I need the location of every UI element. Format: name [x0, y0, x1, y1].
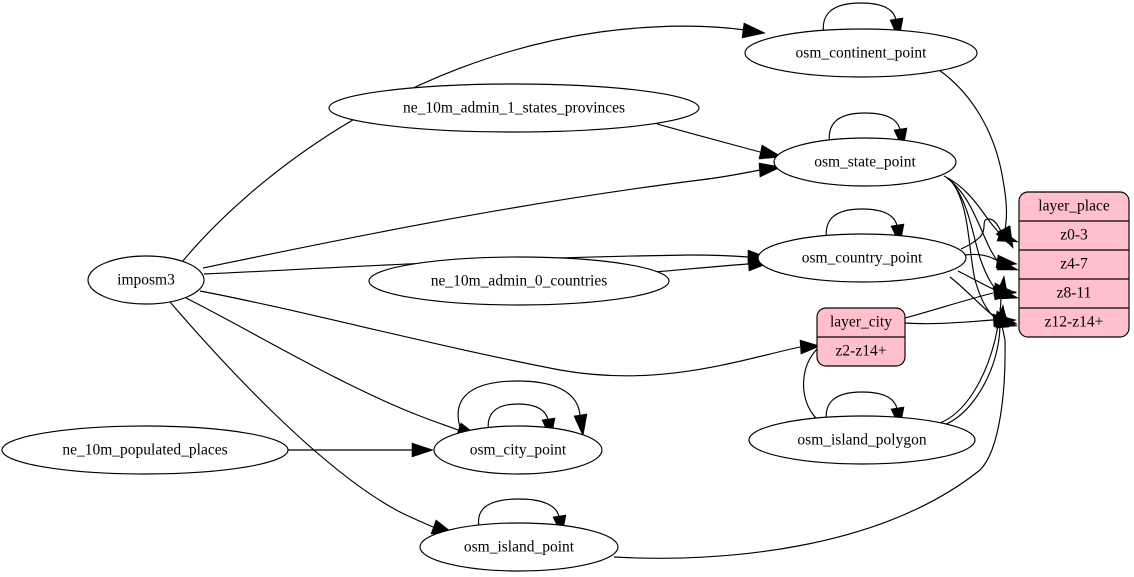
layer-place-row-z8-11[interactable]: z8-11: [1057, 285, 1092, 302]
edge-imposm3-to-osm_city_point[interactable]: [185, 297, 480, 438]
node-osm-state-point-label: osm_state_point: [814, 154, 916, 171]
edge-ne_states-to-osm_state_point[interactable]: [656, 123, 783, 160]
node-imposm3-label: imposm3: [117, 272, 175, 289]
record-node-layer_city[interactable]: layer_city z2-z14+: [816, 307, 906, 367]
edge-imposm3-to-osm_continent_point[interactable]: [181, 22, 766, 263]
node-ne_10m_admin_1_states_provinces[interactable]: ne_10m_admin_1_states_provinces: [328, 83, 700, 133]
node-ne_10m_populated_places[interactable]: ne_10m_populated_places: [1, 425, 289, 475]
node-osm_continent_point[interactable]: osm_continent_point: [744, 28, 978, 78]
layer-city-row-z2-z14[interactable]: z2-z14+: [836, 343, 887, 360]
node-osm_state_point[interactable]: osm_state_point: [773, 137, 957, 187]
node-osm-city-point-label: osm_city_point: [470, 442, 567, 459]
edge-osm_island_polygon-to-layer_place-z8-11[interactable]: [939, 274, 1009, 424]
layer-place-row-z12-z14[interactable]: z12-z14+: [1045, 314, 1104, 331]
node-osm-island-point-label: osm_island_point: [464, 539, 575, 556]
edge-osm_country_point-to-layer_place-z4-7[interactable]: [964, 253, 1018, 269]
edge-ne_places-to-osm_city_point[interactable]: [288, 442, 434, 458]
node-ne_10m_admin_0_countries[interactable]: ne_10m_admin_0_countries: [368, 256, 670, 306]
node-ne-places-label: ne_10m_populated_places: [62, 442, 227, 459]
layer-place-row-z0-3[interactable]: z0-3: [1060, 227, 1088, 244]
edge-imposm3-to-osm_state_point[interactable]: [202, 162, 782, 269]
node-osm_island_point[interactable]: osm_island_point: [419, 522, 619, 572]
node-osm-continent-point-label: osm_continent_point: [796, 45, 928, 62]
record-node-layer: layer_place z0-3 z4-7 z8-11 z12-z14+ lay…: [816, 191, 1130, 367]
node-osm-island-polygon-label: osm_island_polygon: [797, 432, 926, 449]
node-osm_island_polygon[interactable]: osm_island_polygon: [748, 415, 976, 465]
edge-imposm3-to-layer_city[interactable]: [199, 290, 821, 377]
layer-place-row-z4-7[interactable]: z4-7: [1060, 256, 1088, 273]
node-imposm3[interactable]: imposm3: [87, 255, 205, 305]
node-ne-states-label: ne_10m_admin_1_states_provinces: [403, 100, 625, 117]
node-layer: imposm3 ne_10m_admin_1_states_provinces …: [1, 28, 978, 572]
edge-imposm3-to-osm_island_point[interactable]: [169, 301, 455, 535]
layer-city-title: layer_city: [830, 314, 892, 331]
node-osm_city_point[interactable]: osm_city_point: [433, 425, 603, 475]
record-node-layer_place[interactable]: layer_place z0-3 z4-7 z8-11 z12-z14+: [1018, 191, 1130, 338]
edge-osm_country_point-to-layer_place-z0-3[interactable]: [960, 218, 1014, 250]
self-loop-osm_city_point-outer[interactable]: [457, 380, 588, 438]
layer-place-title: layer_place: [1038, 198, 1110, 215]
edge-ne_countries-to-osm_country_point[interactable]: [654, 256, 770, 273]
node-ne-countries-label: ne_10m_admin_0_countries: [431, 273, 608, 290]
node-osm-country-point-label: osm_country_point: [802, 250, 923, 267]
node-osm_country_point[interactable]: osm_country_point: [757, 233, 967, 283]
edge-osm_island_point-to-layer_place-z12[interactable]: [613, 304, 1010, 559]
